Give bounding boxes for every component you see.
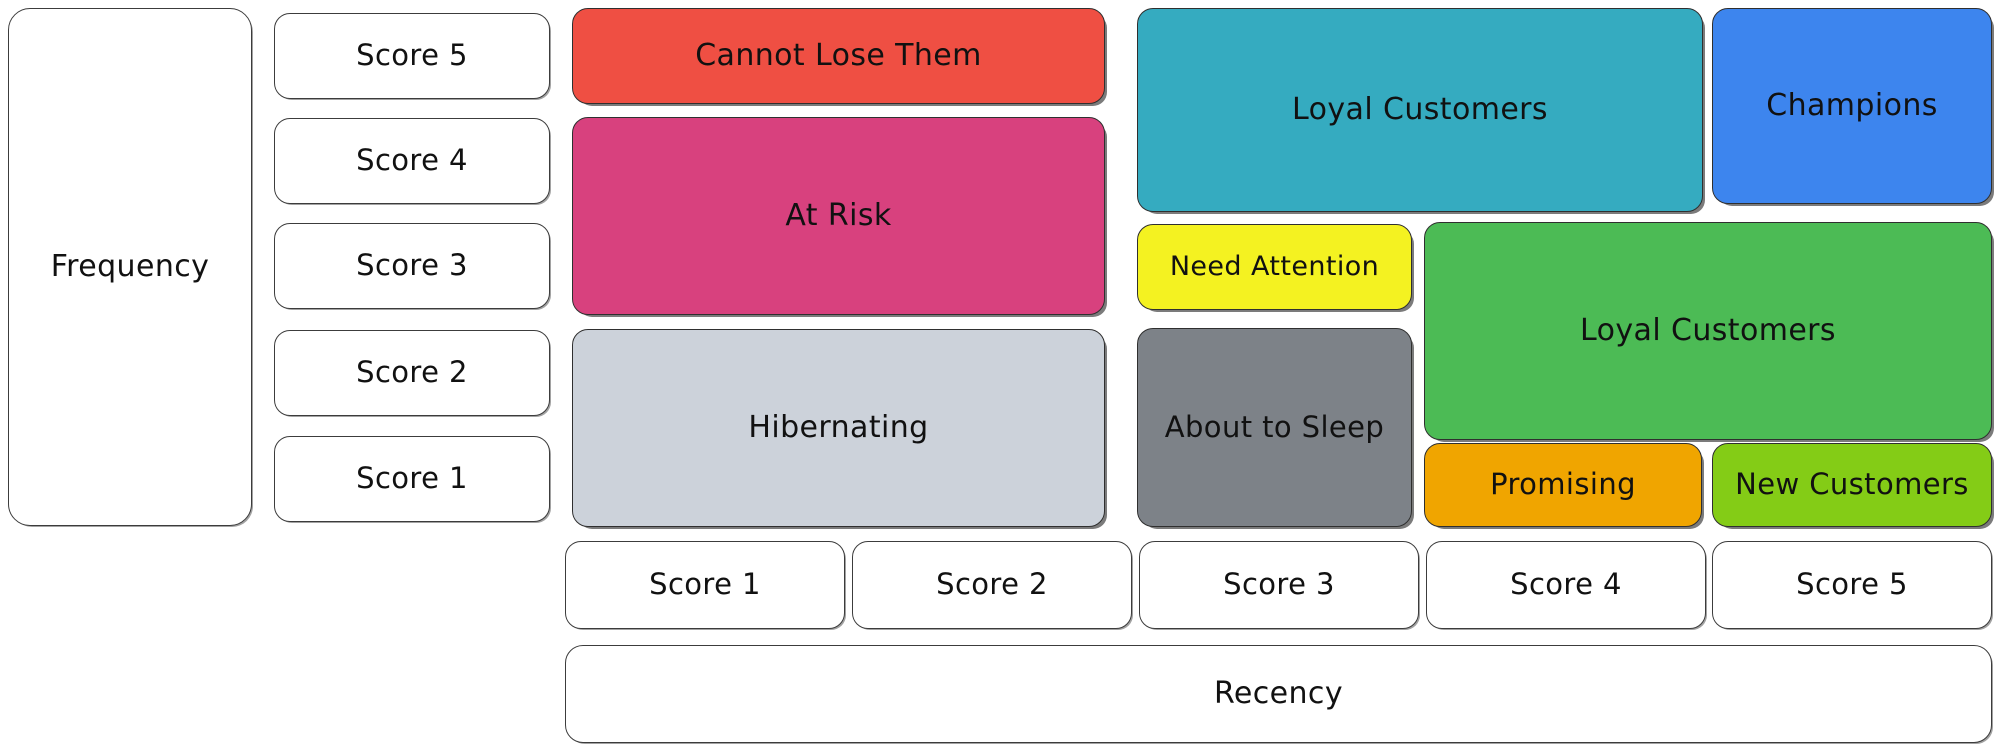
frequency-score-5[interactable]: Score 5 <box>274 13 550 99</box>
recency-score-5[interactable]: Score 5 <box>1712 541 1992 629</box>
frequency-score-1[interactable]: Score 1 <box>274 436 550 522</box>
recency-score-3[interactable]: Score 3 <box>1139 541 1419 629</box>
segment-hibernating[interactable]: Hibernating <box>572 329 1105 527</box>
segment-loyal-customers-green[interactable]: Loyal Customers <box>1424 222 1992 440</box>
frequency-score-4[interactable]: Score 4 <box>274 118 550 204</box>
segment-need-attention[interactable]: Need Attention <box>1137 224 1412 310</box>
segment-about-to-sleep[interactable]: About to Sleep <box>1137 328 1412 527</box>
segment-champions[interactable]: Champions <box>1712 8 1992 204</box>
frequency-score-2[interactable]: Score 2 <box>274 330 550 416</box>
recency-score-1[interactable]: Score 1 <box>565 541 845 629</box>
recency-axis-label: Recency <box>565 645 1992 743</box>
segment-promising[interactable]: Promising <box>1424 443 1702 527</box>
recency-score-4[interactable]: Score 4 <box>1426 541 1706 629</box>
frequency-score-3[interactable]: Score 3 <box>274 223 550 309</box>
segment-at-risk[interactable]: At Risk <box>572 117 1105 315</box>
segment-new-customers[interactable]: New Customers <box>1712 443 1992 527</box>
recency-score-2[interactable]: Score 2 <box>852 541 1132 629</box>
frequency-axis-label: Frequency <box>8 8 252 526</box>
segment-cannot-lose-them[interactable]: Cannot Lose Them <box>572 8 1105 104</box>
segment-loyal-customers-teal[interactable]: Loyal Customers <box>1137 8 1703 212</box>
